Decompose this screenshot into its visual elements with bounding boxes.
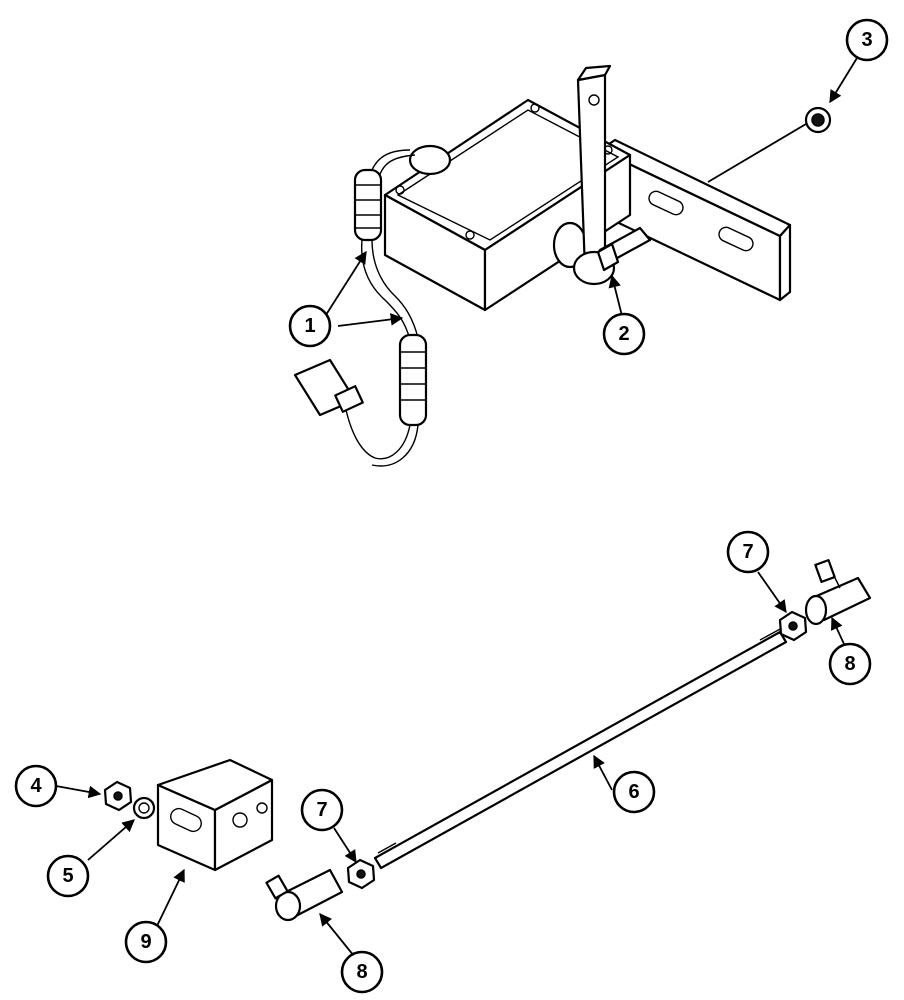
star-washer — [707, 106, 832, 183]
callout-label: 9 — [140, 931, 151, 953]
callout-label: 1 — [304, 315, 315, 337]
callout-6: 6 — [612, 770, 656, 814]
angle-bracket — [156, 758, 274, 872]
callout-7-lower: 7 — [300, 788, 344, 832]
hex-nut-upper — [778, 610, 808, 642]
callout-label: 5 — [62, 865, 73, 887]
callout-label: 8 — [844, 653, 855, 675]
callout-label: 7 — [316, 799, 327, 821]
callout-label: 2 — [618, 323, 629, 345]
callout-label: 6 — [628, 781, 639, 803]
nut-4 — [103, 780, 133, 812]
linkage-rod — [373, 627, 788, 870]
callout-2: 2 — [602, 312, 646, 356]
callout-8-lower: 8 — [340, 950, 384, 994]
callout-label: 7 — [742, 541, 753, 563]
hex-nut-lower — [346, 858, 376, 890]
wire-harness — [293, 149, 428, 467]
lever-arm — [572, 64, 652, 286]
ball-joint-upper — [804, 559, 872, 626]
callout-label: 8 — [356, 961, 367, 983]
callout-7-upper: 7 — [726, 530, 770, 574]
callout-8-upper: 8 — [828, 642, 872, 686]
callout-3: 3 — [845, 18, 889, 62]
ball-joint-lower — [265, 868, 344, 922]
callout-9: 9 — [124, 920, 168, 964]
callout-1: 1 — [288, 304, 332, 348]
callout-4: 4 — [14, 764, 58, 808]
callout-5: 5 — [46, 854, 90, 898]
callout-label: 4 — [30, 775, 42, 797]
washer-5 — [132, 796, 156, 820]
callout-label: 3 — [861, 29, 872, 51]
